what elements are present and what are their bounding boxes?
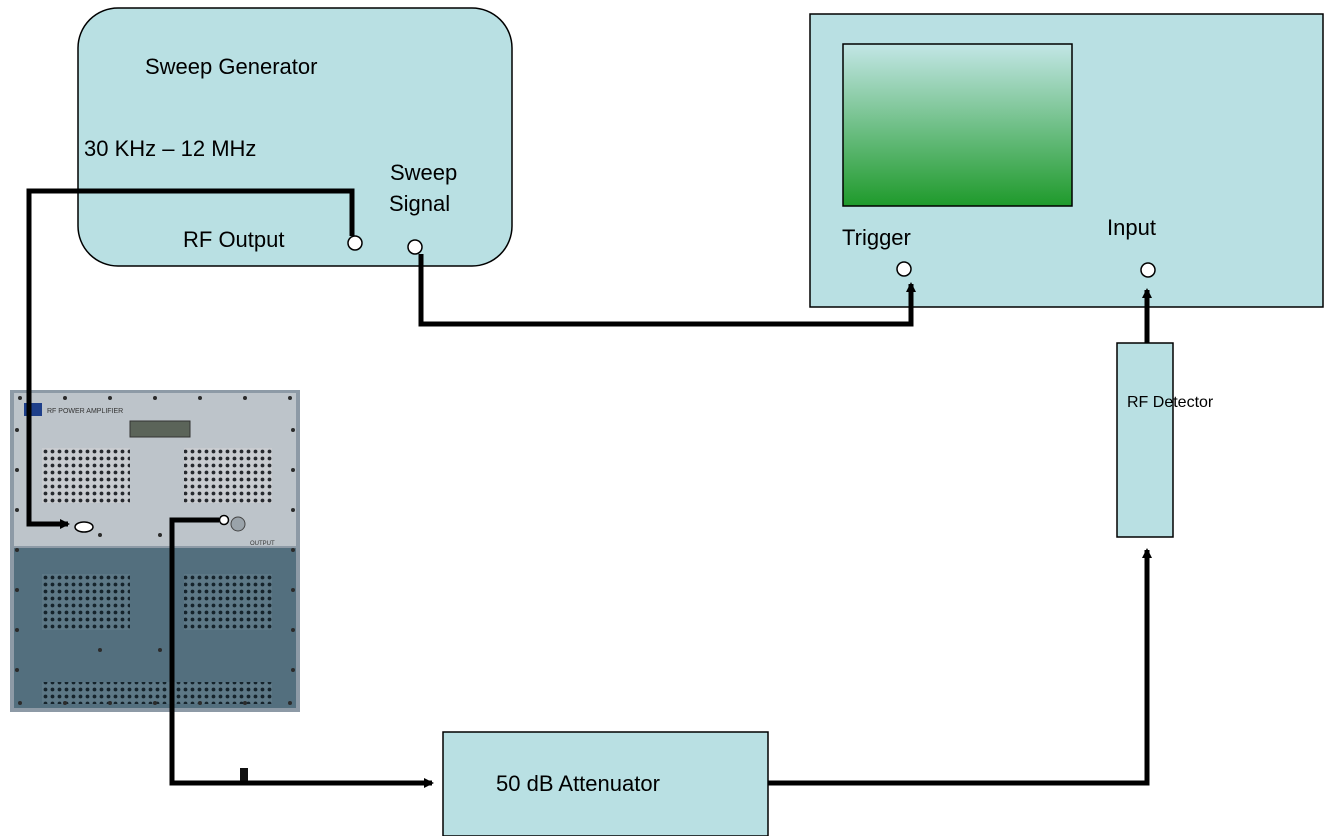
rf-detector-label: RF Detector <box>1127 394 1214 411</box>
amplifier-input-connector <box>74 521 94 533</box>
wire-amplifier-to-attenuator <box>169 517 434 788</box>
oscilloscope-screen <box>842 43 1073 207</box>
sweep-generator: Sweep Generator 30 KHz – 12 MHz RF Outpu… <box>77 7 513 267</box>
amplifier-title: RF POWER AMPLIFIER <box>47 408 123 415</box>
amplifier-screw <box>243 396 247 400</box>
amplifier-screw <box>108 701 112 705</box>
rf-detector: RF Detector <box>1116 342 1214 538</box>
amplifier-screw <box>291 548 295 552</box>
wire-rf-output-to-amplifier <box>26 188 355 529</box>
sweep-signal-label-line2: Signal <box>389 191 450 216</box>
trigger-connector <box>896 261 912 277</box>
attenuator-box <box>442 731 769 836</box>
amplifier-screw <box>108 396 112 400</box>
amplifier-screw <box>63 701 67 705</box>
amplifier-screw <box>15 548 19 552</box>
amplifier-output-label: OUTPUT <box>250 541 275 547</box>
amplifier-output-knob <box>230 516 246 532</box>
oscilloscope: Trigger Input <box>809 13 1324 308</box>
amplifier-screw <box>15 628 19 632</box>
amplifier-vent-left <box>42 448 130 503</box>
rf-power-amplifier: RF POWER AMPLIFIER OUTPUT <box>10 390 300 782</box>
amplifier-screw <box>291 468 295 472</box>
amplifier-screw <box>98 533 102 537</box>
amplifier-vent-lower-left <box>42 574 130 630</box>
amplifier-screw <box>291 588 295 592</box>
amplifier-screw <box>243 701 247 705</box>
rf-output-label: RF Output <box>183 227 284 252</box>
amplifier-screw <box>198 701 202 705</box>
wire-sweep-signal-to-trigger <box>418 254 916 327</box>
sweep-signal-connector <box>407 239 423 255</box>
amplifier-screws <box>15 396 295 705</box>
amplifier-screw <box>291 628 295 632</box>
amplifier-screw <box>288 396 292 400</box>
amplifier-screw <box>158 533 162 537</box>
amplifier-screw <box>158 648 162 652</box>
amplifier-screw <box>198 396 202 400</box>
amplifier-screw <box>98 648 102 652</box>
input-label: Input <box>1107 215 1156 240</box>
rf-output-connector <box>347 235 363 251</box>
amplifier-vent-lower-right <box>184 574 272 630</box>
amplifier-screw <box>15 428 19 432</box>
sweep-signal-label-line1: Sweep <box>390 160 457 185</box>
amplifier-screw <box>288 701 292 705</box>
attenuator-label: 50 dB Attenuator <box>496 771 660 796</box>
amplifier-screw <box>291 508 295 512</box>
amplifier-screw <box>15 508 19 512</box>
amplifier-screw <box>18 701 22 705</box>
amplifier-display <box>129 420 191 438</box>
amplifier-screw <box>291 428 295 432</box>
amplifier-vent-lower-wide <box>42 682 272 704</box>
amplifier-screw <box>15 668 19 672</box>
amplifier-screw <box>15 468 19 472</box>
wiring <box>26 188 1152 788</box>
amplifier-screw <box>291 668 295 672</box>
amplifier-power-switch <box>240 768 248 782</box>
amplifier-screw <box>153 701 157 705</box>
amplifier-screw <box>15 588 19 592</box>
sweep-generator-title: Sweep Generator <box>145 54 317 79</box>
frequency-range-label: 30 KHz – 12 MHz <box>84 136 256 161</box>
amplifier-output-connector <box>218 514 230 526</box>
sweep-generator-box <box>77 7 513 267</box>
amplifier-screw <box>153 396 157 400</box>
trigger-label: Trigger <box>842 225 911 250</box>
amplifier-vent-right <box>184 448 272 503</box>
attenuator: 50 dB Attenuator <box>442 731 769 836</box>
wire-attenuator-to-detector <box>768 548 1152 786</box>
input-connector <box>1140 262 1156 278</box>
amplifier-screw <box>18 396 22 400</box>
rf-detector-box <box>1116 342 1174 538</box>
amplifier-screw <box>63 396 67 400</box>
